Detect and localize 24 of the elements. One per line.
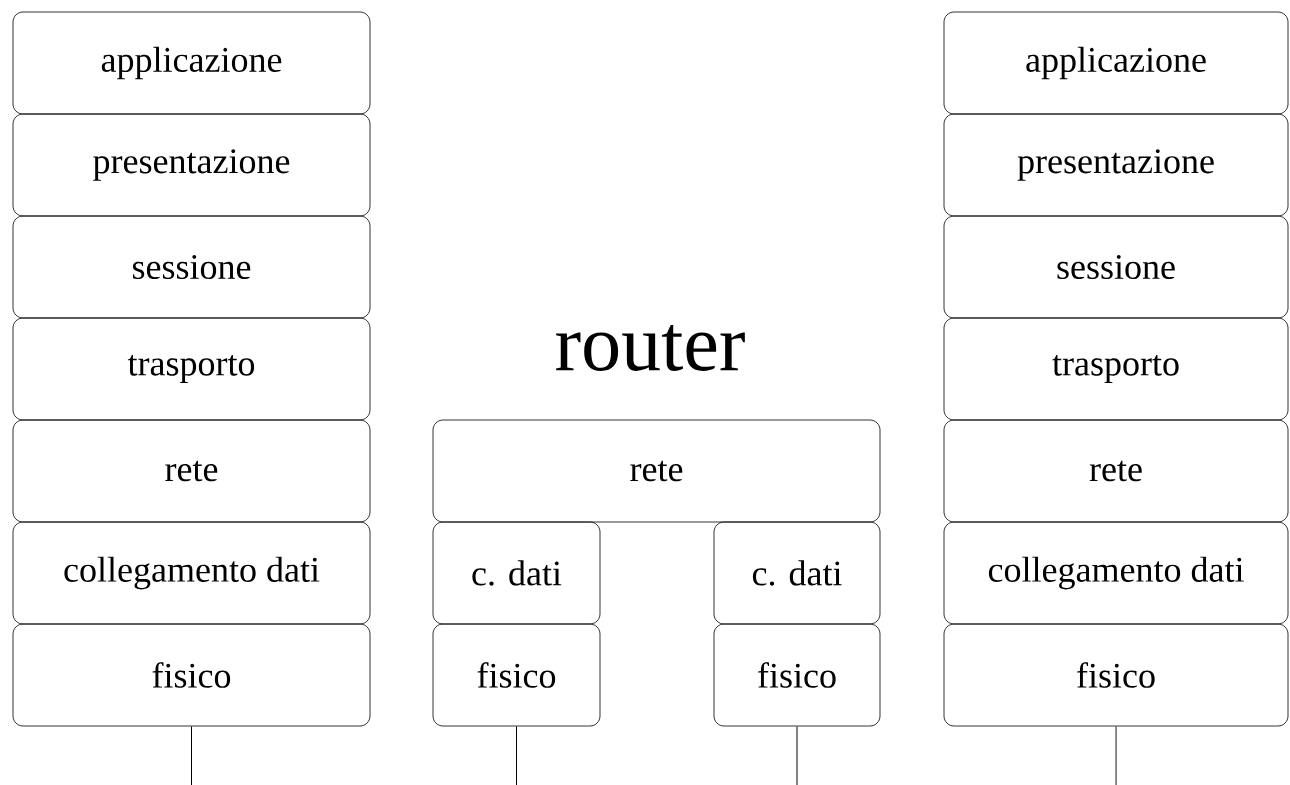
layer-box: presentazione <box>12 113 371 217</box>
layer-box: fisico <box>943 623 1289 727</box>
cable-line <box>191 725 192 785</box>
layer-box: presentazione <box>943 113 1289 217</box>
cable-line <box>516 725 517 785</box>
layer-box: applicazione <box>943 11 1289 115</box>
layer-box: fisico <box>713 623 881 727</box>
layer-box: trasporto <box>12 317 371 421</box>
layer-box: fisico <box>12 623 371 727</box>
layer-box: c. dati <box>432 521 601 625</box>
layer-box: sessione <box>943 215 1289 319</box>
layer-box: rete <box>432 419 881 523</box>
cable-line <box>796 725 798 785</box>
layer-box: sessione <box>12 215 371 319</box>
layer-box: applicazione <box>12 11 371 115</box>
layer-box: rete <box>943 419 1289 523</box>
layer-box: rete <box>12 419 371 523</box>
cable-line <box>1115 725 1117 785</box>
layer-box: collegamento dati <box>943 521 1289 625</box>
layer-box: trasporto <box>943 317 1289 421</box>
router-heading: router <box>556 325 745 371</box>
layer-box: fisico <box>432 623 601 727</box>
layer-box: c. dati <box>713 521 881 625</box>
layer-box: collegamento dati <box>12 521 371 625</box>
